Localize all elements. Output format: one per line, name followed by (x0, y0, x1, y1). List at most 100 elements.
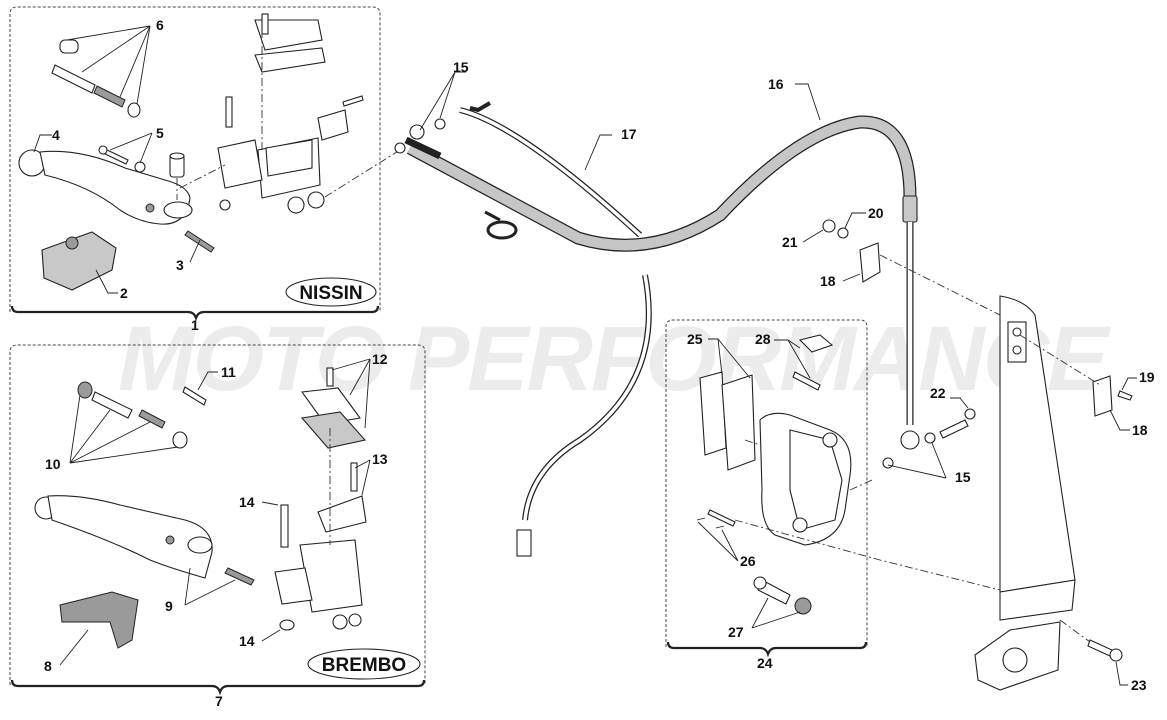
assembly-line (179, 164, 226, 189)
brembo-master-cylinder[interactable] (274, 504, 363, 631)
brembo-pin[interactable] (182, 386, 207, 406)
caliper-group: 25 28 26 27 24 (665, 319, 1001, 671)
caliper-bolts[interactable] (753, 576, 812, 615)
brembo-brand-label: BREMBO (322, 655, 406, 676)
callout-22: 22 (930, 385, 946, 401)
callout-4: 4 (52, 127, 60, 143)
brembo-lever-part[interactable] (34, 495, 213, 579)
callout-18-top: 18 (820, 273, 836, 289)
fork-leg[interactable] (974, 295, 1076, 691)
callout-11: 11 (221, 364, 236, 380)
callout-7: 7 (215, 693, 223, 709)
leader-line (802, 212, 866, 282)
callout-13: 13 (372, 451, 388, 467)
nissin-pivot-bushing[interactable] (169, 152, 185, 178)
leader-line (419, 71, 466, 131)
nissin-piston-kit[interactable] (51, 39, 141, 118)
callout-8: 8 (44, 658, 52, 674)
callout-21: 21 (782, 234, 798, 250)
assembly-line (1059, 619, 1091, 643)
callout-14-bottom: 14 (239, 633, 255, 649)
pad-spring[interactable] (792, 334, 834, 391)
sensor-cable-17[interactable] (459, 101, 652, 557)
brembo-group-border (9, 344, 426, 685)
leader-line (66, 25, 151, 105)
brembo-piston-kit[interactable] (77, 381, 188, 449)
callout-5: 5 (156, 125, 164, 141)
nissin-group: NISSIN (9, 6, 401, 333)
caliper-group-border (665, 319, 868, 647)
callout-24: 24 (757, 655, 773, 671)
callout-19: 19 (1139, 369, 1155, 385)
cable-tie[interactable] (484, 210, 518, 240)
nissin-group-border (9, 6, 381, 312)
caliper-brace (666, 641, 868, 658)
assembly-line (849, 479, 873, 491)
assembly-line (324, 149, 401, 198)
brembo-group: BREMBO (9, 344, 426, 709)
callout-6: 6 (156, 17, 164, 33)
nissin-lever-guard[interactable] (41, 231, 117, 291)
callout-16: 16 (768, 76, 784, 92)
leader-line (708, 338, 751, 379)
leader-line (887, 397, 969, 479)
leader-line (261, 501, 279, 506)
callout-12: 12 (372, 351, 388, 367)
leader-line (774, 339, 811, 379)
callout-15-bottom: 15 (955, 469, 971, 485)
hose-bracket-lower[interactable] (1092, 375, 1133, 417)
leader-line (584, 134, 612, 171)
leader-line (331, 358, 371, 429)
leader-line (33, 134, 52, 153)
nissin-brand-badge (285, 277, 377, 307)
assembly-line (734, 519, 1001, 591)
callout-14-top: 14 (239, 494, 255, 510)
nissin-lever-part[interactable] (18, 149, 193, 225)
brake-caliper[interactable] (759, 412, 852, 546)
leader-line (69, 394, 179, 464)
brembo-brace (10, 679, 426, 696)
leader-line (751, 597, 801, 629)
leader-line (1109, 377, 1137, 686)
leader-line (59, 629, 89, 666)
callout-9: 9 (165, 598, 173, 614)
callout-25: 25 (687, 331, 703, 347)
leader-line (95, 269, 118, 294)
callout-2: 2 (120, 285, 128, 301)
assembly-line (744, 439, 761, 446)
leader-line (184, 567, 236, 606)
brake-hose-16[interactable] (404, 115, 920, 450)
brembo-spring[interactable] (224, 567, 255, 586)
leader-line (189, 239, 201, 263)
leader-line (795, 83, 821, 121)
hose-fittings-15-bottom[interactable] (882, 408, 976, 469)
hose-bracket-upper[interactable] (822, 219, 881, 283)
brake-pads[interactable] (699, 371, 756, 471)
brembo-reservoir-cap[interactable] (300, 367, 367, 449)
callout-20: 20 (868, 205, 884, 221)
watermark-text: MOTO PERFORMANCE (118, 308, 1111, 410)
nissin-brace (10, 305, 380, 322)
axle-clamp-bolt[interactable] (1087, 639, 1123, 662)
callout-1: 1 (191, 317, 199, 333)
callout-15-top: 15 (453, 59, 469, 75)
nissin-brand-label: NISSIN (299, 283, 362, 304)
callout-28: 28 (755, 331, 771, 347)
callout-18-bottom: 18 (1132, 422, 1148, 438)
brembo-clamp[interactable] (317, 462, 367, 533)
leader-line (109, 132, 153, 164)
brembo-lever-guard[interactable] (59, 591, 139, 649)
caliper-pins[interactable] (696, 509, 736, 529)
brembo-brand-badge (307, 648, 421, 680)
callout-10: 10 (45, 456, 61, 472)
leader-line (697, 521, 739, 562)
leader-line (197, 371, 218, 391)
callout-27: 27 (728, 624, 744, 640)
callout-3: 3 (176, 257, 184, 273)
leader-line (261, 629, 281, 642)
callout-23: 23 (1131, 677, 1147, 693)
leader-line (354, 459, 371, 496)
nissin-master-cylinder[interactable] (217, 13, 364, 214)
